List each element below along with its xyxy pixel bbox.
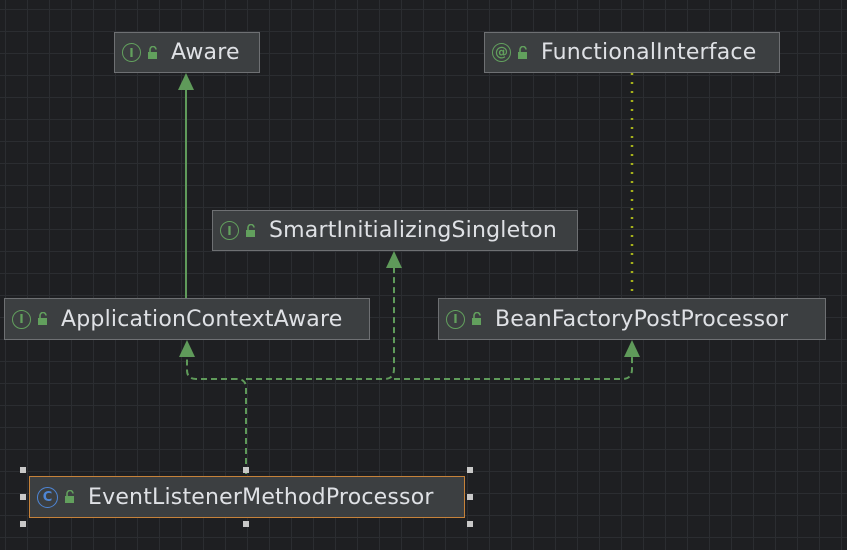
node-label: ApplicationContextAware bbox=[61, 306, 343, 332]
resize-handle-n[interactable] bbox=[243, 467, 249, 473]
interface-icon: I bbox=[12, 309, 31, 329]
resize-handle-se[interactable] bbox=[467, 521, 473, 527]
arrowhead-aware bbox=[178, 73, 194, 90]
resize-handle-ne[interactable] bbox=[467, 467, 473, 473]
node-label: EventListenerMethodProcessor bbox=[88, 484, 434, 510]
node-aware[interactable]: I Aware bbox=[114, 32, 260, 73]
resize-handle-s[interactable] bbox=[243, 521, 249, 527]
class-icon: C bbox=[37, 486, 58, 508]
arrowhead-smartinit bbox=[386, 251, 402, 268]
interface-icon: I bbox=[220, 221, 239, 240]
lock-open-icon bbox=[472, 312, 481, 325]
node-smart-initializing-singleton[interactable]: I SmartInitializingSingleton bbox=[212, 210, 578, 251]
edge-elmp-to-smartinit bbox=[246, 268, 395, 380]
resize-handle-nw[interactable] bbox=[20, 467, 26, 473]
node-label: FunctionalInterface bbox=[541, 40, 757, 65]
interface-icon: I bbox=[446, 309, 465, 329]
lock-open-icon bbox=[246, 223, 255, 237]
resize-handle-w[interactable] bbox=[20, 494, 26, 500]
edge-elmp-to-bfpp bbox=[394, 357, 633, 380]
interface-icon: I bbox=[122, 43, 141, 62]
lock-open-icon bbox=[518, 45, 527, 59]
lock-open-icon bbox=[65, 490, 74, 503]
node-application-context-aware[interactable]: I ApplicationContextAware bbox=[4, 298, 370, 340]
resize-handle-e[interactable] bbox=[467, 494, 473, 500]
arrowhead-bfpp bbox=[624, 340, 640, 357]
node-event-listener-method-processor[interactable]: C EventListenerMethodProcessor bbox=[29, 476, 465, 518]
edge-elmp-to-appctx bbox=[186, 356, 237, 380]
node-label: SmartInitializingSingleton bbox=[269, 218, 557, 243]
node-functional-interface[interactable]: @ FunctionalInterface bbox=[484, 32, 780, 73]
annotation-icon: @ bbox=[492, 43, 511, 62]
node-bean-factory-post-processor[interactable]: I BeanFactoryPostProcessor bbox=[438, 298, 826, 340]
resize-handle-sw[interactable] bbox=[20, 521, 26, 527]
lock-open-icon bbox=[148, 45, 157, 59]
node-label: Aware bbox=[171, 40, 240, 65]
edge-elmp-trunk bbox=[236, 378, 247, 474]
node-label: BeanFactoryPostProcessor bbox=[495, 306, 789, 332]
lock-open-icon bbox=[38, 312, 47, 325]
arrowhead-appctx bbox=[179, 340, 195, 357]
